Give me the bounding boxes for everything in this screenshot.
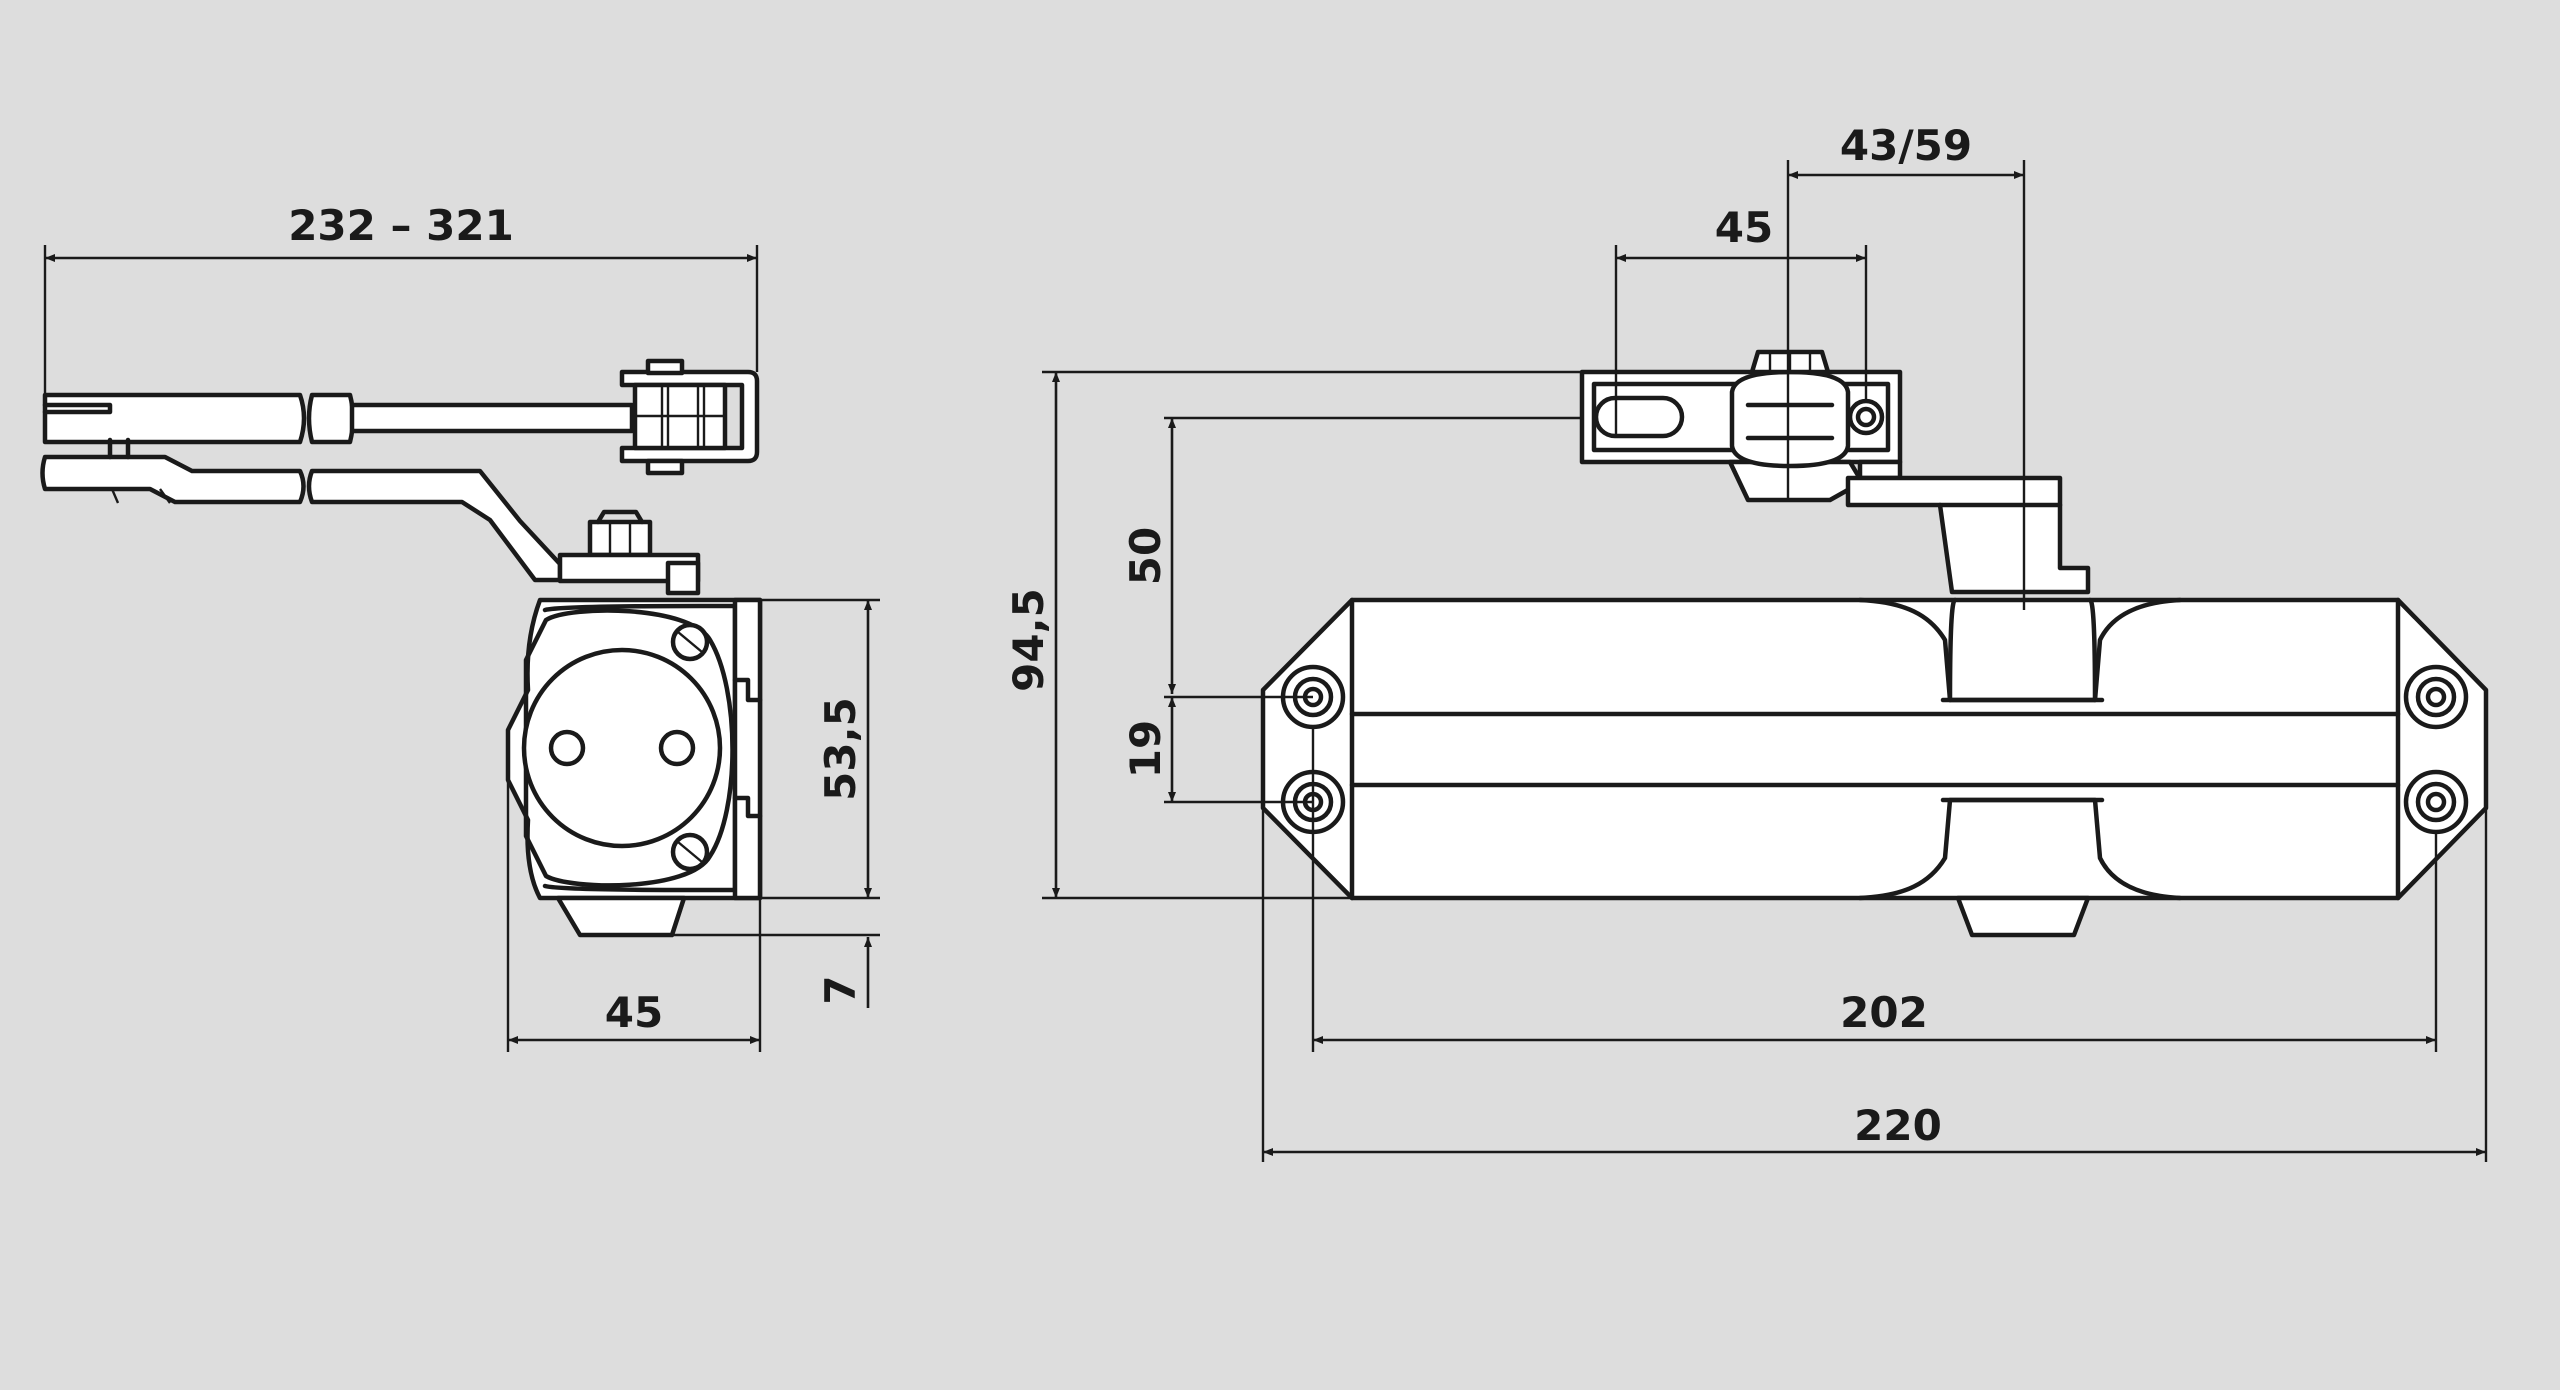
dim-total-height-label: 94,5 xyxy=(1004,588,1053,692)
dim-foot-offset: 7 xyxy=(668,933,880,1008)
dim-side-height-label: 53,5 xyxy=(816,697,865,801)
dim-arm-span: 232 – 321 xyxy=(43,201,759,395)
dim-hole-spacing-label: 19 xyxy=(1121,720,1170,778)
dim-hole-distance: 202 xyxy=(1311,727,2438,1052)
side-view: 232 – 321 53,5 7 45 xyxy=(40,201,880,1052)
dim-shoe-offset: 43/59 xyxy=(1786,121,2026,610)
front-view: 43/59 45 94,5 50 19 xyxy=(1004,121,2489,1162)
dim-arm-height-label: 50 xyxy=(1121,527,1170,585)
dim-total-length-label: 220 xyxy=(1854,1101,1942,1150)
side-lower-arm xyxy=(40,437,563,583)
dim-arm-height: 50 xyxy=(1121,416,1582,694)
dim-hole-spacing: 19 xyxy=(1121,695,1313,804)
dim-total-height: 94,5 xyxy=(1004,370,1582,900)
dim-side-width: 45 xyxy=(506,780,762,1052)
dim-side-width-label: 45 xyxy=(605,988,663,1037)
side-closer-body xyxy=(505,597,763,938)
dim-side-height: 53,5 xyxy=(760,598,880,900)
dim-shoe-spacing: 45 xyxy=(1614,203,1868,436)
side-hex-nut xyxy=(557,509,701,596)
dim-total-length: 220 xyxy=(1261,808,2488,1162)
dim-foot-offset-label: 7 xyxy=(816,975,865,1004)
front-arm-shoe xyxy=(1579,349,2091,595)
front-closer-body xyxy=(1260,597,2489,938)
dim-shoe-offset-label: 43/59 xyxy=(1840,121,1972,170)
side-upper-arm xyxy=(42,358,760,476)
dim-shoe-spacing-label: 45 xyxy=(1715,203,1773,252)
dim-hole-distance-label: 202 xyxy=(1840,988,1928,1037)
dim-arm-span-label: 232 – 321 xyxy=(288,201,514,250)
